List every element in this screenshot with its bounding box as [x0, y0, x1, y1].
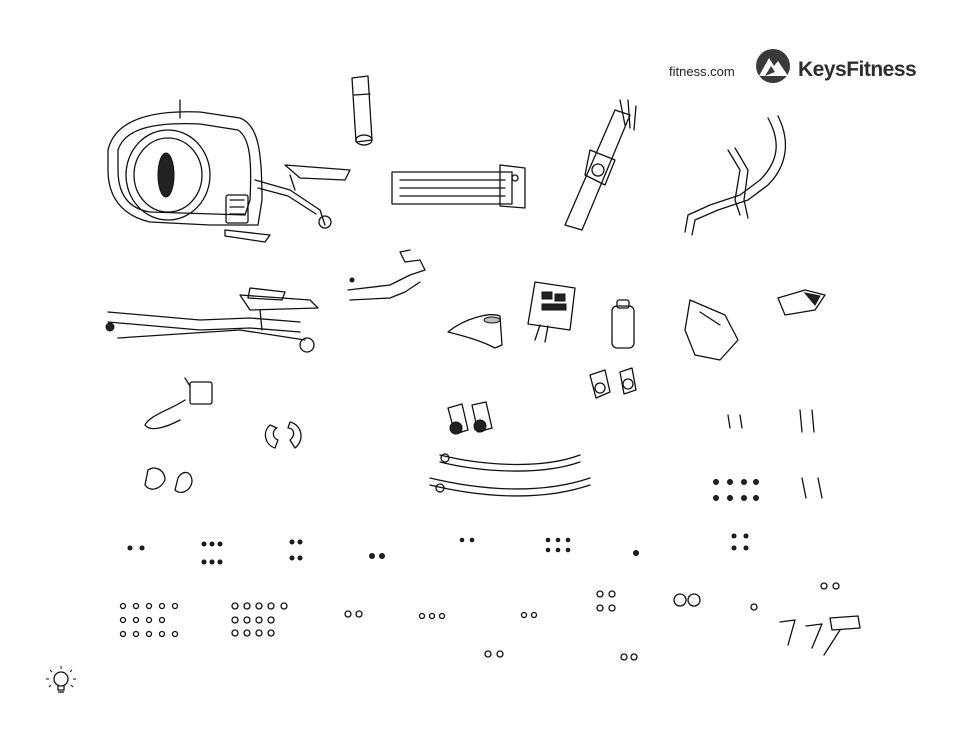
long-bolts-a [728, 415, 742, 428]
ring-caps [590, 368, 636, 398]
tube-part [352, 76, 372, 145]
long-bolts-c [802, 478, 822, 498]
water-bottle [612, 300, 634, 348]
console [528, 282, 575, 342]
power-adapter [145, 378, 212, 429]
rail-frame [392, 165, 525, 208]
shroud-cover [685, 300, 738, 360]
upright-post [565, 100, 636, 230]
handlebar [685, 116, 785, 235]
long-bolts-b [800, 410, 814, 432]
handle-grips [448, 402, 492, 434]
handle-arms [348, 250, 425, 300]
clip-covers [265, 422, 301, 448]
rear-covers [145, 468, 192, 492]
washers-small [345, 583, 839, 660]
console-cover [448, 315, 502, 348]
bolt-group-medium [714, 480, 759, 501]
pedal-arm-assembly [106, 288, 318, 352]
lightbulb-tip-icon [44, 665, 78, 699]
washer-grid-a [121, 604, 178, 637]
tools-allen-keys [780, 616, 860, 655]
main-frame-assembly [108, 100, 350, 242]
end-cap [778, 290, 825, 315]
washer-grid-b [232, 603, 287, 636]
small-screws-row [128, 534, 748, 564]
pedal-tubes [430, 454, 590, 496]
